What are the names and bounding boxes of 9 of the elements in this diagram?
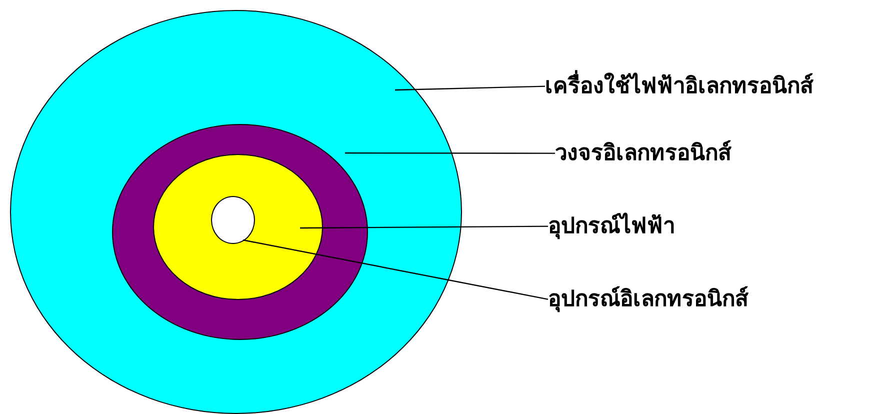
part-label: อุปกรณ์อิเลกทรอนิกส์: [548, 285, 748, 314]
part-label: อุปกรณ์ไฟฟ้า: [548, 212, 675, 241]
center-circle: [211, 196, 255, 244]
part-label: เครื่องใช้ไฟฟ้าอิเลกทรอนิกส์: [545, 72, 813, 101]
leader-line: [300, 226, 548, 229]
leader-line: [394, 86, 546, 91]
leader-line: [345, 152, 555, 154]
part-label: วงจรอิเลกทรอนิกส์: [555, 139, 731, 168]
leader-line: [242, 239, 548, 300]
